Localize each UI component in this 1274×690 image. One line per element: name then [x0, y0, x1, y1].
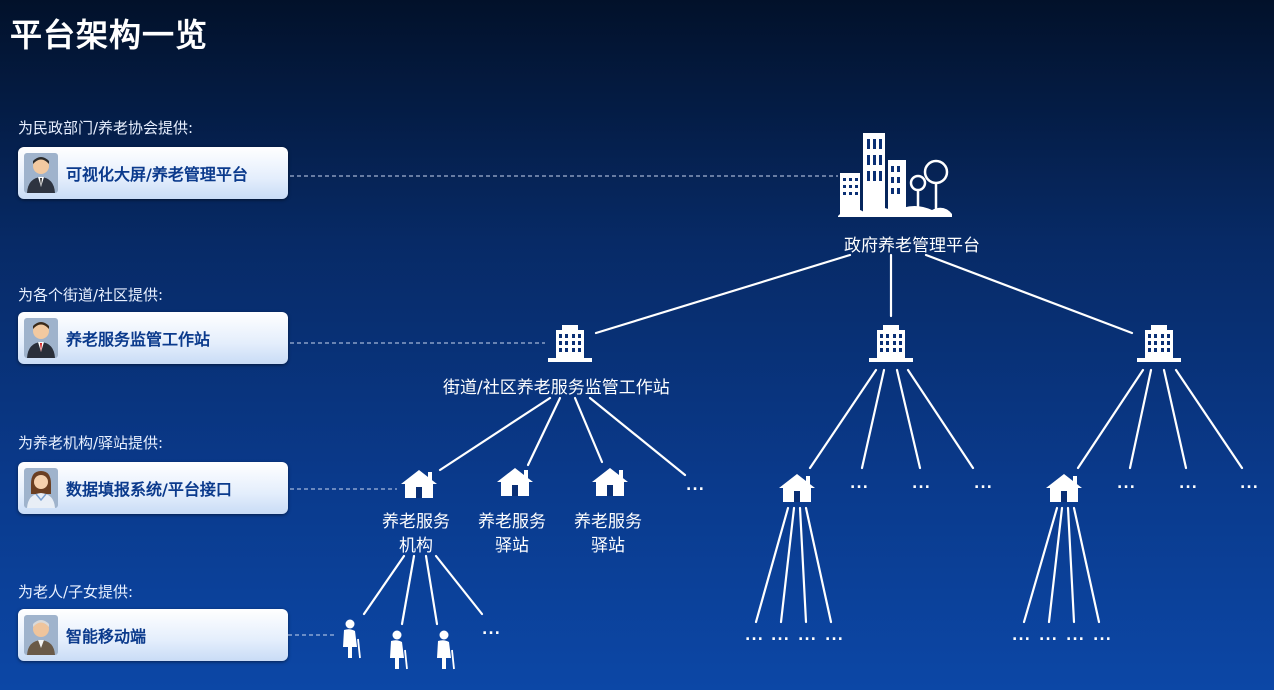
station-b-label: 养老服务 驿站	[574, 510, 642, 558]
station-a-label-line2: 驿站	[495, 536, 529, 556]
dashed-connectors	[288, 175, 838, 636]
house-icon	[1046, 474, 1082, 502]
ellipsis: ...	[798, 628, 817, 644]
role-card-text: 可视化大屏/养老管理平台	[66, 165, 248, 184]
station-a-label-line1: 养老服务	[478, 512, 546, 532]
ellipsis: ...	[1093, 628, 1112, 644]
role-card-text: 智能移动端	[66, 627, 147, 646]
role-card-text: 养老服务监管工作站	[66, 330, 211, 349]
ellipsis: ...	[686, 478, 705, 494]
ellipsis: ...	[1117, 476, 1136, 492]
station-b-label-line1: 养老服务	[574, 512, 642, 532]
street-station-label: 街道/社区养老服务监管工作站	[443, 378, 670, 398]
role-label-civil-affairs: 为民政部门/养老协会提供:	[18, 119, 194, 137]
role-card-mobile[interactable]: 智能移动端	[18, 609, 288, 661]
role-label-institution: 为养老机构/驿站提供:	[18, 434, 164, 452]
ellipsis: ...	[825, 628, 844, 644]
office-building-icon	[1137, 325, 1181, 362]
role-card-street-station[interactable]: 养老服务监管工作站	[18, 312, 288, 364]
ellipsis: ...	[482, 622, 501, 638]
ellipsis: ...	[850, 476, 869, 492]
elderly-person-icon	[436, 630, 455, 670]
ellipsis: ...	[1012, 628, 1031, 644]
role-label-elderly: 为老人/子女提供:	[18, 583, 134, 601]
house-icon	[497, 468, 533, 496]
role-card-data-report[interactable]: 数据填报系统/平台接口	[18, 462, 288, 514]
role-card-dashboard[interactable]: 可视化大屏/养老管理平台	[18, 147, 288, 199]
ellipsis: ...	[974, 476, 993, 492]
city-buildings-trees-icon	[838, 133, 952, 217]
office-building-icon	[548, 325, 592, 362]
ellipsis: ...	[1179, 476, 1198, 492]
institution-label: 养老服务 机构	[382, 510, 450, 558]
office-building-icon	[869, 325, 913, 362]
station-b-label-line2: 驿站	[591, 536, 625, 556]
elderly-person-icon	[342, 619, 361, 659]
role-card-text: 数据填报系统/平台接口	[66, 480, 232, 499]
ellipsis: ...	[1240, 476, 1259, 492]
ellipsis: ...	[912, 476, 931, 492]
elderly-person-icon	[389, 630, 408, 670]
station-a-label: 养老服务 驿站	[478, 510, 546, 558]
house-icon	[401, 470, 437, 498]
page-title: 平台架构一览	[10, 16, 209, 54]
manager-avatar-icon	[24, 318, 58, 358]
institution-label-line2: 机构	[399, 536, 433, 556]
tree-lines	[362, 253, 1244, 626]
role-label-street: 为各个街道/社区提供:	[18, 286, 164, 304]
government-platform-label: 政府养老管理平台	[844, 236, 980, 256]
house-icon	[779, 474, 815, 502]
businessman-avatar-icon	[24, 153, 58, 193]
ellipsis: ...	[1039, 628, 1058, 644]
elderly-man-avatar-icon	[24, 615, 58, 655]
house-icon	[592, 468, 628, 496]
woman-avatar-icon	[24, 468, 58, 508]
ellipsis: ...	[771, 628, 790, 644]
ellipsis: ...	[1066, 628, 1085, 644]
ellipsis: ...	[745, 628, 764, 644]
institution-label-line1: 养老服务	[382, 512, 450, 532]
